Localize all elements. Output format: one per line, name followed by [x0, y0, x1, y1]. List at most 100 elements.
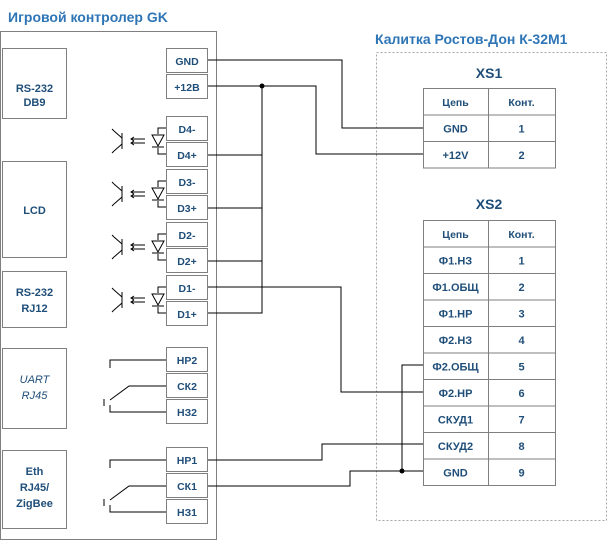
relay-2	[103, 359, 166, 413]
circuit-name: СКУД2	[438, 441, 473, 453]
table-row: GND 9	[423, 458, 556, 486]
circuit-name: Ф2.ОБЩ	[432, 362, 479, 374]
svg-text:DB9: DB9	[23, 97, 45, 109]
controller-title: Игровой контролер GK	[8, 9, 168, 25]
svg-text:RJ12: RJ12	[21, 303, 47, 315]
table-row: Ф2.НР 6	[423, 379, 556, 407]
optocoupler-2	[111, 233, 166, 261]
contact-number: 8	[518, 441, 524, 453]
relay-1	[103, 459, 166, 513]
pin-1: +12В	[166, 74, 208, 99]
module-uart-rj45: UART RJ45	[2, 348, 67, 429]
svg-text:D3+: D3+	[177, 203, 197, 215]
gate-frame	[376, 52, 607, 521]
table-row: Ф2.НЗ 4	[423, 326, 556, 354]
svg-text:UART: UART	[20, 374, 51, 386]
optocouplers	[111, 127, 166, 314]
contact-number: 9	[518, 468, 524, 480]
optocoupler-3	[111, 180, 166, 208]
pin-2: D4-	[166, 116, 208, 141]
svg-text:RJ45: RJ45	[22, 390, 49, 402]
pin-8: D1-	[166, 275, 208, 300]
xs1-title: XS1	[476, 65, 503, 81]
svg-text:D1+: D1+	[177, 309, 197, 321]
svg-text:D4-: D4-	[179, 124, 196, 136]
table-row: Ф1.НР 3	[423, 299, 556, 327]
module-eth-rj45-zigbee: Eth RJ45/ ZigBee	[2, 450, 67, 529]
xs2-table: Цепь Конт. Ф1.НЗ 1Ф1.ОБЩ 2Ф1.НР 3Ф2.НЗ 4Ф2.ОБЩ…	[423, 220, 556, 486]
pin-4: D3-	[166, 169, 208, 194]
svg-text:RS-232: RS-232	[16, 83, 53, 95]
table-row: Ф2.ОБЩ 5	[423, 352, 556, 380]
circuit-name: GND	[443, 124, 468, 136]
svg-text:RS-232: RS-232	[16, 287, 53, 299]
svg-text:GND: GND	[175, 56, 199, 68]
svg-text:D2+: D2+	[177, 256, 197, 268]
contact-number: 7	[518, 415, 524, 427]
svg-text:D1-: D1-	[179, 283, 196, 295]
pin-11: СК2	[166, 373, 208, 398]
pin-15: НЗ1	[166, 499, 208, 524]
circuit-name: Ф1.НЗ	[439, 256, 473, 268]
contact-number: 1	[518, 256, 524, 268]
contact-number: 2	[518, 150, 524, 162]
pin-12: НЗ2	[166, 399, 208, 424]
optocoupler-4	[111, 127, 166, 155]
junction-dot	[259, 83, 265, 89]
table-row: СКУД1 7	[423, 405, 556, 433]
table-row: GND 1	[423, 114, 556, 142]
svg-text:СК1: СК1	[177, 481, 197, 493]
pin-7: D2+	[166, 248, 208, 273]
optocoupler-1	[111, 286, 166, 314]
contact-number: 3	[518, 309, 524, 321]
pin-0: GND	[166, 48, 208, 73]
svg-text:RJ45/: RJ45/	[20, 482, 49, 494]
pin-13: НР1	[166, 447, 208, 472]
table-row: СКУД2 8	[423, 432, 556, 460]
svg-text:LCD: LCD	[23, 205, 46, 217]
pin-10: НР2	[166, 347, 208, 372]
svg-text:D3-: D3-	[179, 177, 196, 189]
xs1-table: Цепь Конт. GND 1 +12V 2	[423, 88, 556, 169]
svg-text:НР1: НР1	[177, 455, 198, 467]
svg-text:Eth: Eth	[26, 466, 44, 478]
pin-3: D4+	[166, 142, 208, 167]
table-row: Ф1.НЗ 1	[423, 246, 556, 274]
table-row: Ф1.ОБЩ 2	[423, 273, 556, 301]
svg-text:НЗ1: НЗ1	[177, 507, 197, 519]
svg-text:СК2: СК2	[177, 381, 197, 393]
pin-14: СК1	[166, 473, 208, 498]
circuit-name: Ф1.ОБЩ	[432, 282, 479, 294]
contact-number: 2	[518, 282, 524, 294]
xs2-header-contact: Конт.	[508, 229, 534, 241]
circuit-name: Ф1.НР	[439, 309, 473, 321]
circuit-name: +12V	[443, 150, 470, 162]
xs2-title: XS2	[476, 196, 503, 212]
xs1-header-circuit: Цепь	[442, 97, 469, 109]
module-rs232-db9: RS-232 DB9	[2, 48, 67, 119]
contact-number: 5	[518, 362, 524, 374]
circuit-name: Ф2.НР	[439, 388, 473, 400]
module-rs232-rj12: RS-232 RJ12	[2, 271, 67, 328]
controller-pins: GND +12В D4- D4+ D3- D3+ D2- D2+ D1- D1+ НР2СК2НЗ2…	[166, 48, 208, 524]
contact-number: 6	[518, 388, 524, 400]
xs2-header-circuit: Цепь	[442, 229, 469, 241]
contact-number: 4	[518, 335, 525, 347]
svg-text:+12В: +12В	[174, 82, 200, 94]
svg-text:НЗ2: НЗ2	[177, 407, 197, 419]
gate-title: Калитка Ростов-Дон К-32М1	[375, 31, 568, 47]
xs1-header-contact: Конт.	[508, 97, 534, 109]
svg-text:D4+: D4+	[177, 150, 197, 162]
table-row: +12V 2	[423, 141, 556, 169]
svg-text:НР2: НР2	[177, 355, 198, 367]
circuit-name: Ф2.НЗ	[439, 335, 473, 347]
junction-dot	[399, 468, 405, 474]
circuit-name: GND	[443, 468, 468, 480]
pin-6: D2-	[166, 222, 208, 247]
contact-number: 1	[518, 124, 524, 136]
module-lcd: LCD	[2, 161, 67, 258]
svg-text:D2-: D2-	[179, 230, 196, 242]
pin-5: D3+	[166, 195, 208, 220]
svg-text:ZigBee: ZigBee	[16, 498, 53, 510]
circuit-name: СКУД1	[438, 415, 473, 427]
